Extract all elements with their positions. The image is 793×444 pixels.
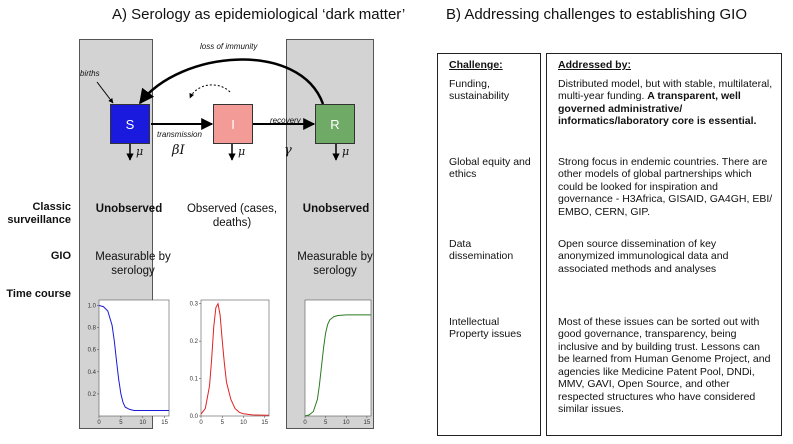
x-tick-label: 10 xyxy=(240,420,247,426)
addressed-row-1: Strong focus in endemic countries. There… xyxy=(558,155,773,218)
addressed-row-2: Open source dissemination of key anonymi… xyxy=(558,237,729,275)
s-compartment-box: S xyxy=(110,104,150,144)
r-mu-label: μ xyxy=(342,145,350,158)
challenge-header: Challenge: xyxy=(449,59,503,71)
i-compartment-box: I xyxy=(213,104,253,144)
challenge-row-2: Data dissemination xyxy=(449,237,514,263)
y-tick-label: 0.0 xyxy=(190,414,199,420)
chart-frame xyxy=(200,299,270,417)
challenge-row-0: Funding, sustainability xyxy=(449,77,510,103)
r-compartment-box: R xyxy=(315,104,355,144)
row-label-time: Time course xyxy=(6,288,71,300)
s-letter: S xyxy=(125,116,135,132)
panel-b-title: B) Addressing challenges to establishing… xyxy=(446,6,748,23)
transmission-label: transmission xyxy=(157,130,202,139)
i-letter: I xyxy=(231,116,235,132)
addressed-column: Addressed by: Distributed model, but wit… xyxy=(546,53,782,436)
series-line xyxy=(200,302,270,416)
x-tick-label: 0 xyxy=(97,420,101,426)
loss-of-immunity-arrow xyxy=(139,58,325,105)
x-tick-label: 10 xyxy=(343,420,350,426)
i-classic-status: Observed (cases, deaths) xyxy=(186,203,278,229)
panel-a-title: A) Serology as epidemiological ‘dark mat… xyxy=(112,6,406,23)
y-tick-label: 0.2 xyxy=(190,339,199,345)
x-tick-label: 15 xyxy=(364,420,371,426)
y-tick-label: 0.6 xyxy=(88,348,97,354)
challenges-table: Challenge: Funding, sustainability Globa… xyxy=(432,53,787,436)
y-tick-label: 0.1 xyxy=(190,377,199,383)
beta-i-label: βI xyxy=(172,143,185,158)
s-gio-status: Measurable by serology xyxy=(95,251,171,277)
y-tick-label: 1.0 xyxy=(88,304,97,310)
chart-frame xyxy=(304,299,372,417)
x-tick-label: 5 xyxy=(119,420,123,426)
challenge-column: Challenge: Funding, sustainability Globa… xyxy=(437,53,541,436)
s-mu-label: μ xyxy=(136,145,144,158)
addressed-row-0: Distributed model, but with stable, mult… xyxy=(548,78,780,156)
series-line xyxy=(98,305,169,411)
challenge-row-1: Global equity and ethics xyxy=(449,155,531,181)
x-tick-label: 10 xyxy=(139,420,146,426)
addressed-row-0-text: Distributed model, but with stable, mult… xyxy=(558,77,773,103)
loss-of-immunity-label: loss of immunity xyxy=(200,42,258,51)
y-tick-label: 0.2 xyxy=(88,392,97,398)
births-arrow xyxy=(96,81,114,104)
recovery-label: recovery xyxy=(270,116,301,125)
row-label-classic: Classic surveillance xyxy=(7,201,71,226)
addressed-row-0-bold: A transparent, well governed administrat… xyxy=(558,90,757,127)
s-classic-status: Unobserved xyxy=(95,203,163,215)
gamma-label: γ xyxy=(284,143,292,158)
series-line xyxy=(304,314,371,417)
x-tick-label: 15 xyxy=(161,420,168,426)
challenge-row-3: Intellectual Property issues xyxy=(449,315,522,341)
feedback-dashed-arrow xyxy=(189,84,231,99)
row-label-gio: GIO xyxy=(50,250,71,262)
addressed-row-3: Most of these issues can be sorted out w… xyxy=(558,315,771,416)
r-classic-status: Unobserved xyxy=(302,203,370,215)
x-tick-label: 5 xyxy=(221,420,225,426)
r-gio-status: Measurable by serology xyxy=(297,251,373,277)
y-tick-label: 0.3 xyxy=(190,302,199,308)
y-tick-label: 0.4 xyxy=(88,370,97,376)
x-tick-label: 0 xyxy=(199,420,203,426)
x-tick-label: 15 xyxy=(261,420,268,426)
r-letter: R xyxy=(330,116,340,132)
addressed-header: Addressed by: xyxy=(558,59,631,71)
births-label: births xyxy=(80,69,100,78)
x-tick-label: 5 xyxy=(324,420,328,426)
x-tick-label: 0 xyxy=(303,420,307,426)
y-tick-label: 0.8 xyxy=(88,326,97,332)
i-mu-label: μ xyxy=(238,145,246,158)
